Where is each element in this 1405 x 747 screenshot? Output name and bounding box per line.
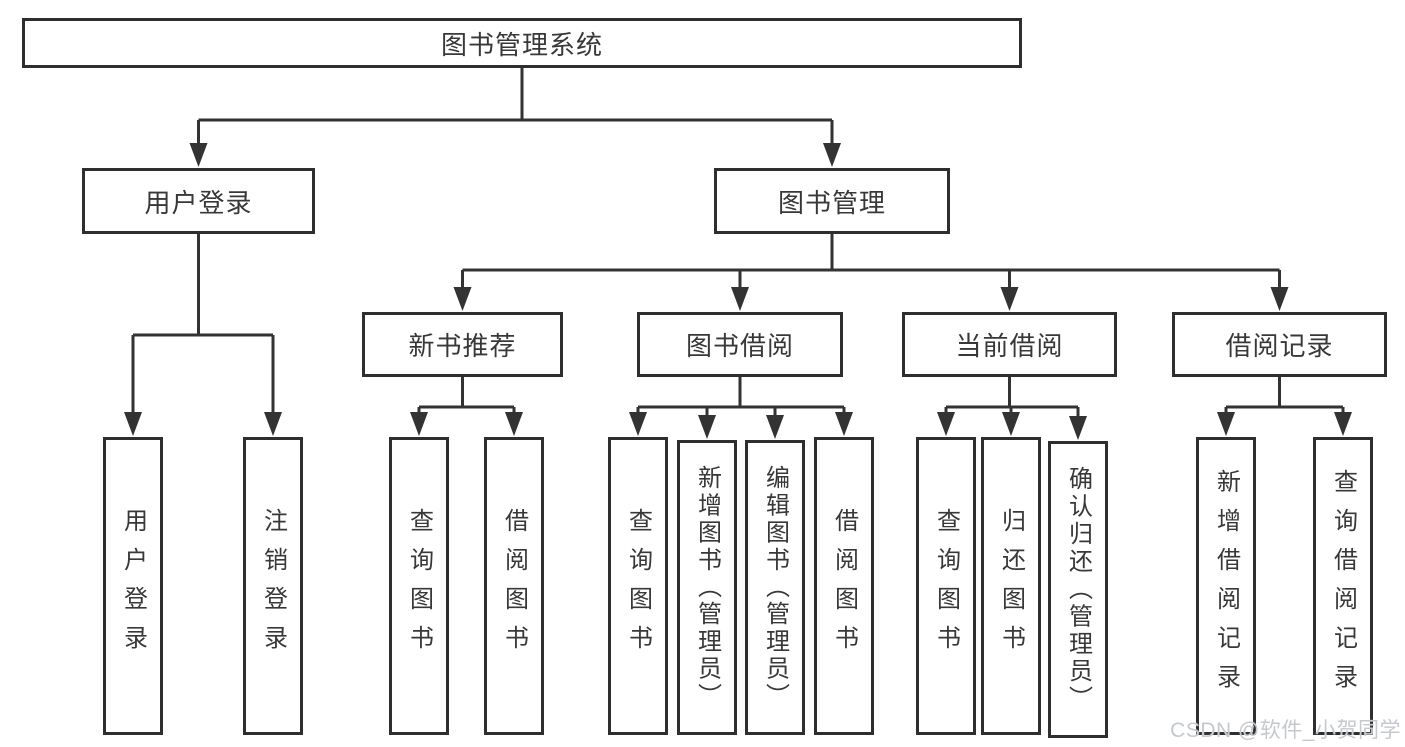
node-label: 图书管理 bbox=[777, 187, 886, 218]
node-leaf-confirm-return-admin: 确认归还（管理员） bbox=[1048, 441, 1108, 738]
arrowhead-icon bbox=[410, 412, 428, 436]
node-label: 图书管理系统 bbox=[440, 29, 603, 60]
node-label: 借阅图书 bbox=[500, 508, 528, 664]
watermark: CSDN @软件_小贺同学 bbox=[1170, 719, 1401, 742]
node-user-login-group: 用户登录 bbox=[82, 168, 315, 234]
node-label: 当前借阅 bbox=[955, 331, 1064, 361]
arrowhead-icon bbox=[835, 412, 853, 436]
arrowhead-icon bbox=[766, 415, 784, 439]
node-label: 用户登录 bbox=[119, 508, 147, 664]
arrowhead-icon bbox=[124, 412, 142, 436]
arrowhead-icon bbox=[629, 412, 647, 436]
node-label: 新增借阅记录 bbox=[1212, 469, 1240, 703]
arrowhead-icon bbox=[189, 143, 208, 167]
node-label: 图书借阅 bbox=[685, 331, 794, 361]
node-leaf-query-books-current: 查询图书 bbox=[916, 437, 976, 735]
node-leaf-query-books-recommend: 查询图书 bbox=[389, 437, 449, 735]
node-new-book-recommend: 新书推荐 bbox=[362, 312, 563, 377]
node-leaf-user-login: 用户登录 bbox=[103, 437, 163, 735]
connector-path bbox=[131, 68, 1345, 423]
node-leaf-edit-books-admin: 编辑图书（管理员） bbox=[745, 440, 805, 735]
node-root: 图书管理系统 bbox=[22, 18, 1022, 68]
node-label: 用户登录 bbox=[144, 187, 253, 218]
arrowhead-icon bbox=[937, 412, 955, 436]
node-label: 查询借阅记录 bbox=[1329, 469, 1357, 703]
node-label: 确认归还（管理员） bbox=[1064, 466, 1092, 713]
node-label: 新增图书（管理员） bbox=[693, 465, 721, 710]
arrowhead-icon bbox=[453, 287, 472, 311]
node-label: 编辑图书（管理员） bbox=[761, 465, 789, 710]
arrowhead-icon bbox=[1334, 412, 1352, 436]
arrowhead-icon bbox=[505, 412, 523, 436]
node-label: 查询图书 bbox=[932, 508, 960, 664]
node-label: 借阅图书 bbox=[830, 508, 858, 664]
arrowhead-icon bbox=[1069, 416, 1087, 440]
arrowhead-icon bbox=[823, 143, 841, 167]
node-leaf-return-books: 归还图书 bbox=[981, 437, 1041, 735]
node-leaf-add-borrow-record: 新增借阅记录 bbox=[1196, 437, 1256, 735]
arrowhead-icon bbox=[731, 287, 749, 311]
node-label: 新书推荐 bbox=[408, 331, 517, 361]
node-label: 注销登录 bbox=[259, 508, 287, 664]
arrowhead-icon bbox=[1000, 287, 1019, 311]
node-leaf-borrow-books-recommend: 借阅图书 bbox=[484, 437, 544, 735]
arrowhead-icon bbox=[1217, 412, 1235, 436]
node-borrow-records: 借阅记录 bbox=[1172, 312, 1387, 377]
node-label: 查询图书 bbox=[405, 508, 433, 664]
arrowhead-icon bbox=[264, 412, 282, 436]
arrowhead-icon bbox=[1002, 412, 1020, 436]
node-leaf-logout: 注销登录 bbox=[243, 437, 303, 735]
node-book-borrow: 图书借阅 bbox=[637, 312, 843, 377]
node-current-borrow: 当前借阅 bbox=[902, 312, 1117, 377]
node-leaf-query-books-borrow: 查询图书 bbox=[608, 437, 668, 735]
node-leaf-borrow-books: 借阅图书 bbox=[814, 437, 874, 735]
node-leaf-query-borrow-record: 查询借阅记录 bbox=[1313, 437, 1373, 735]
node-label: 归还图书 bbox=[997, 508, 1025, 664]
node-label: 查询图书 bbox=[624, 508, 652, 664]
node-leaf-add-books-admin: 新增图书（管理员） bbox=[677, 440, 737, 735]
arrowhead-icon bbox=[1270, 287, 1289, 311]
node-book-management: 图书管理 bbox=[714, 168, 950, 234]
arrowhead-icon bbox=[698, 415, 716, 439]
node-label: 借阅记录 bbox=[1225, 331, 1334, 361]
